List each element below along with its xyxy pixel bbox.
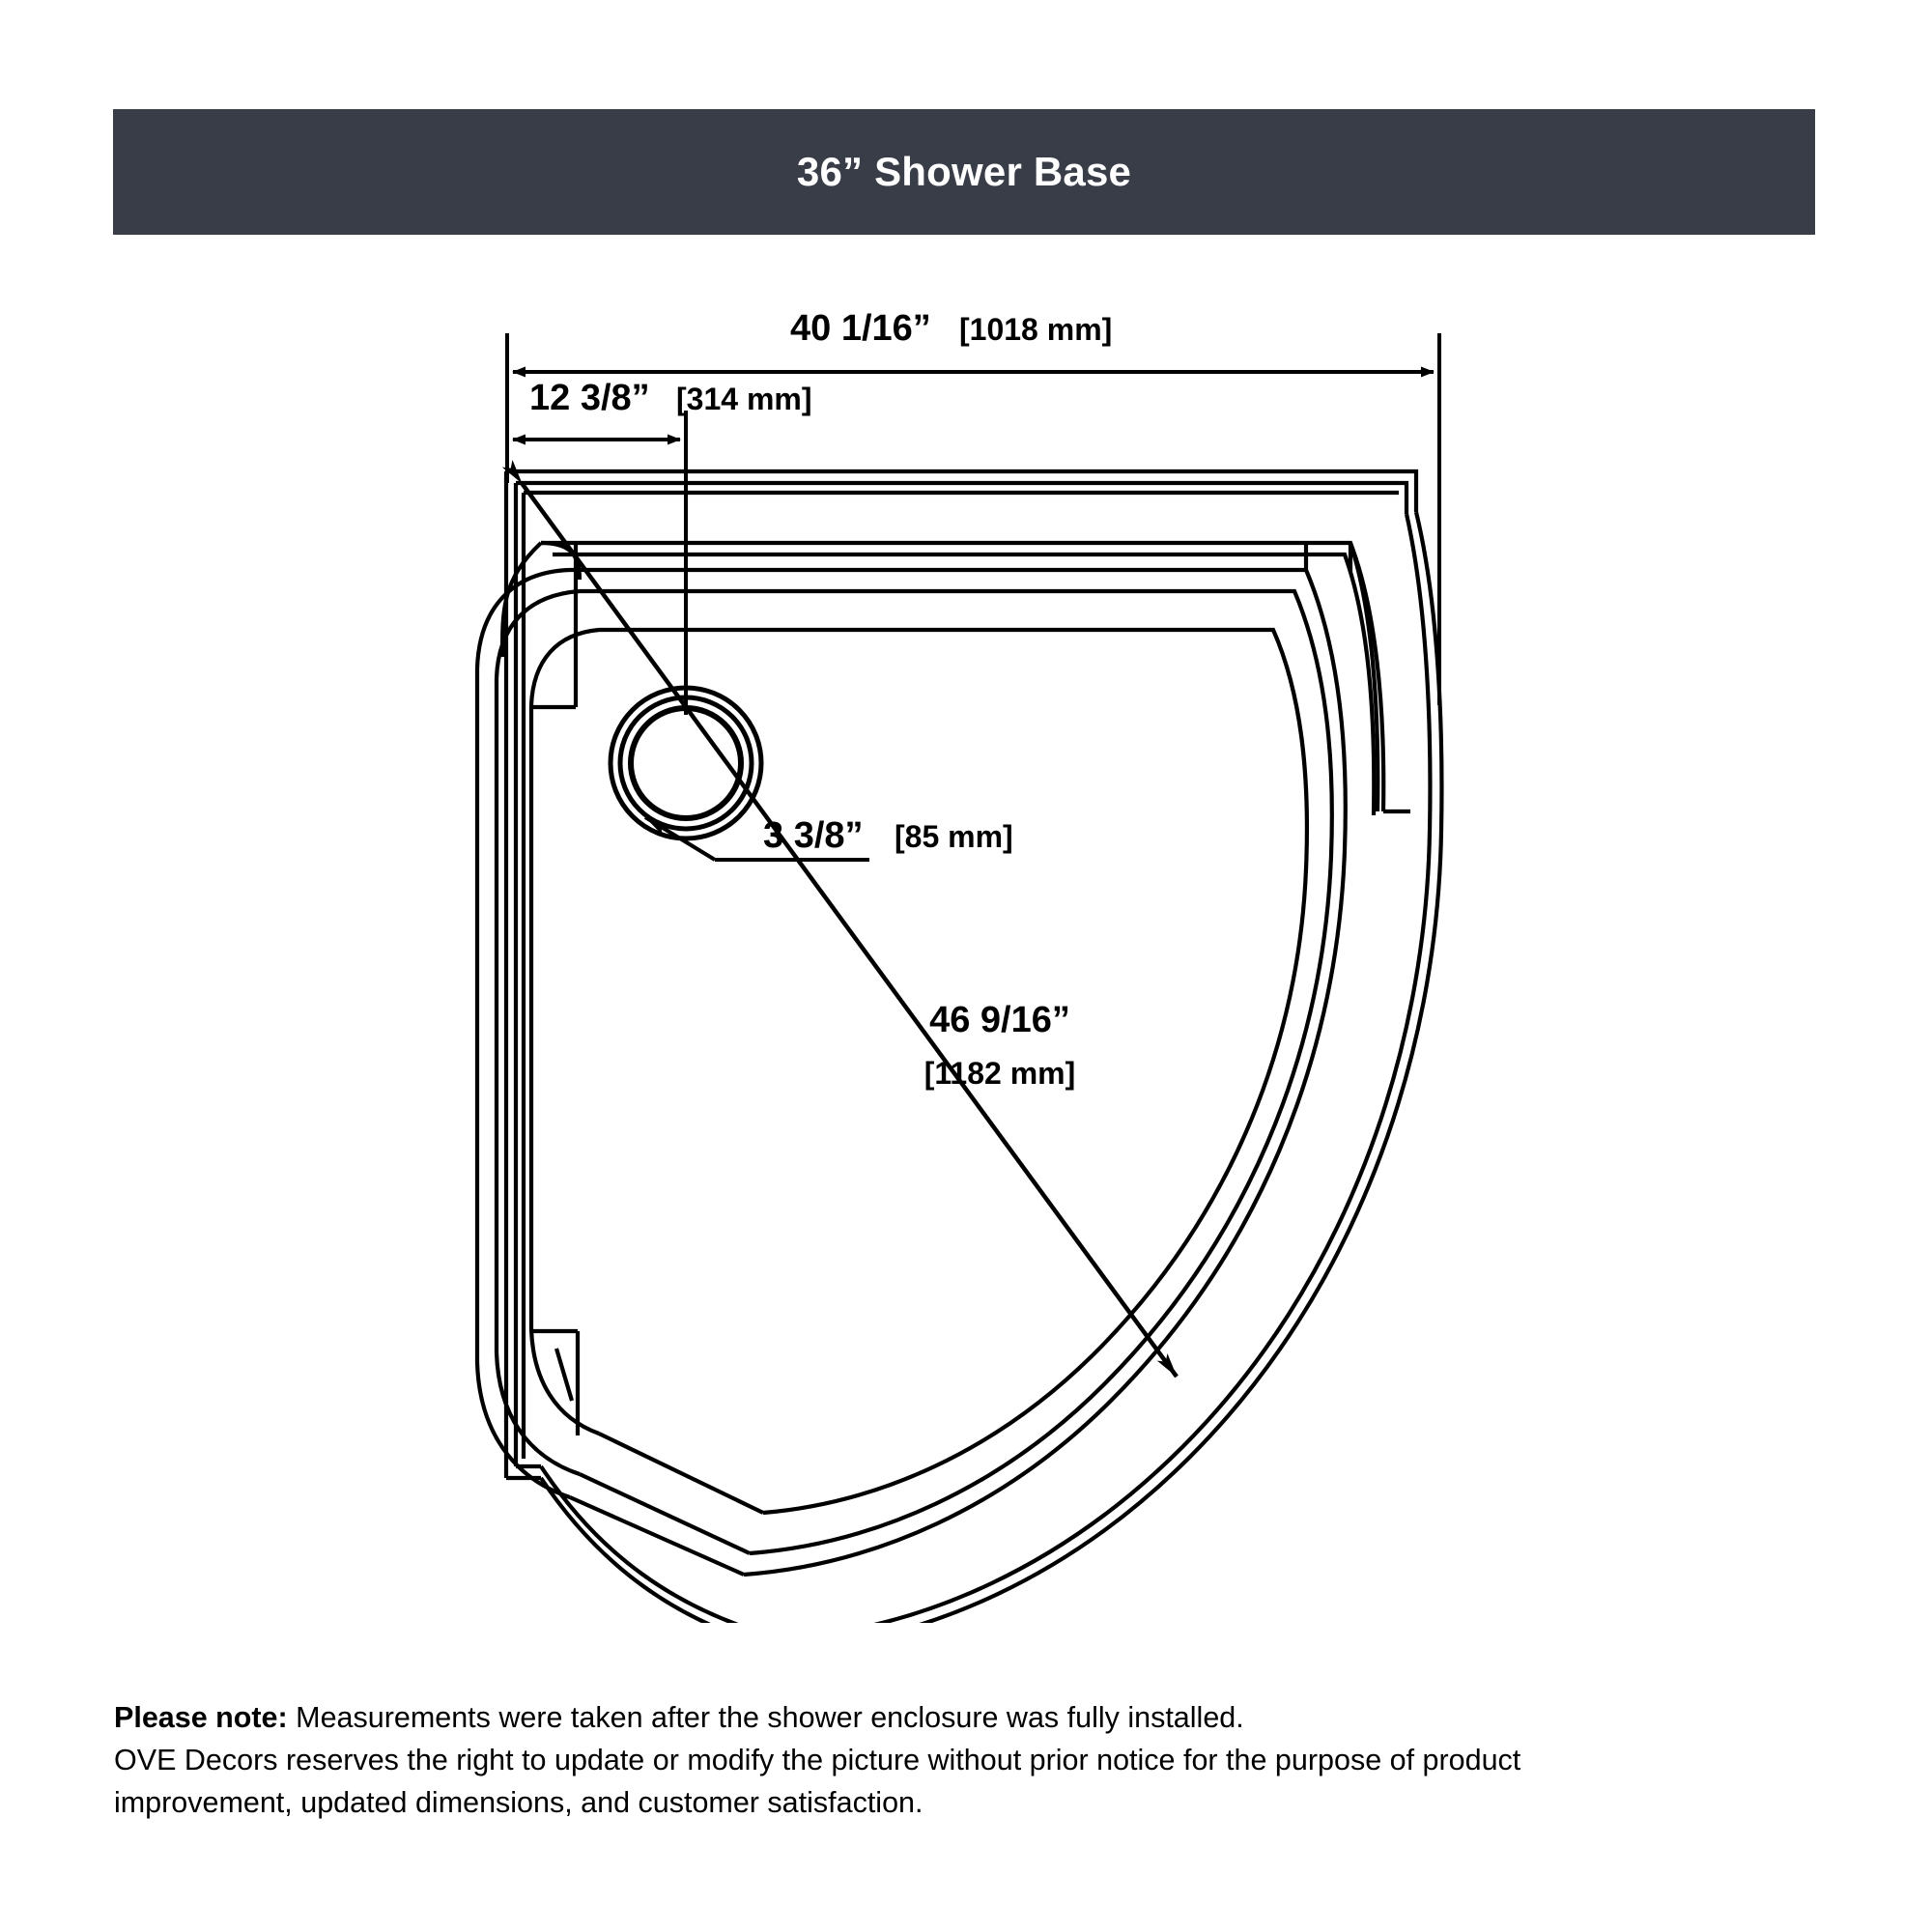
- page-header-bar: 36” Shower Base: [113, 109, 1815, 235]
- dimension-overall-width: 40 1/16” [1018 mm]: [505, 308, 1441, 705]
- dimension-diagonal: 46 9/16” [1182 mm]: [501, 459, 1179, 1378]
- dimension-overall-width-metric: [1018 mm]: [959, 312, 1112, 347]
- dimension-diagonal-metric: [1182 mm]: [924, 1056, 1076, 1091]
- technical-drawing: 40 1/16” [1018 mm] 12 3/8” [314 mm]: [0, 290, 1932, 1623]
- drain-mid-ring: [617, 695, 754, 832]
- dimension-drain-diameter-metric: [85 mm]: [895, 819, 1013, 854]
- footer-note-label: Please note:: [114, 1701, 288, 1734]
- footer-note-line-3: improvement, updated dimensions, and cus…: [114, 1785, 923, 1819]
- dimension-drain-offset-imperial: 12 3/8”: [529, 378, 650, 418]
- dimension-diagonal-imperial: 46 9/16”: [929, 1000, 1070, 1040]
- shower-base-svg: 40 1/16” [1018 mm] 12 3/8” [314 mm]: [474, 308, 1444, 1623]
- shower-base-outline: [474, 469, 1444, 1623]
- footer-note-line-2: OVE Decors reserves the right to update …: [114, 1743, 1521, 1776]
- footer-note: Please note: Measurements were taken aft…: [114, 1697, 1824, 1825]
- footer-note-line-1: Please note: Measurements were taken aft…: [114, 1697, 1824, 1740]
- footer-note-line-1-rest: Measurements were taken after the shower…: [287, 1701, 1244, 1734]
- dimension-overall-width-imperial: 40 1/16”: [790, 308, 931, 349]
- dimension-drain-offset-metric: [314 mm]: [676, 382, 812, 416]
- page-title: 36” Shower Base: [796, 149, 1132, 194]
